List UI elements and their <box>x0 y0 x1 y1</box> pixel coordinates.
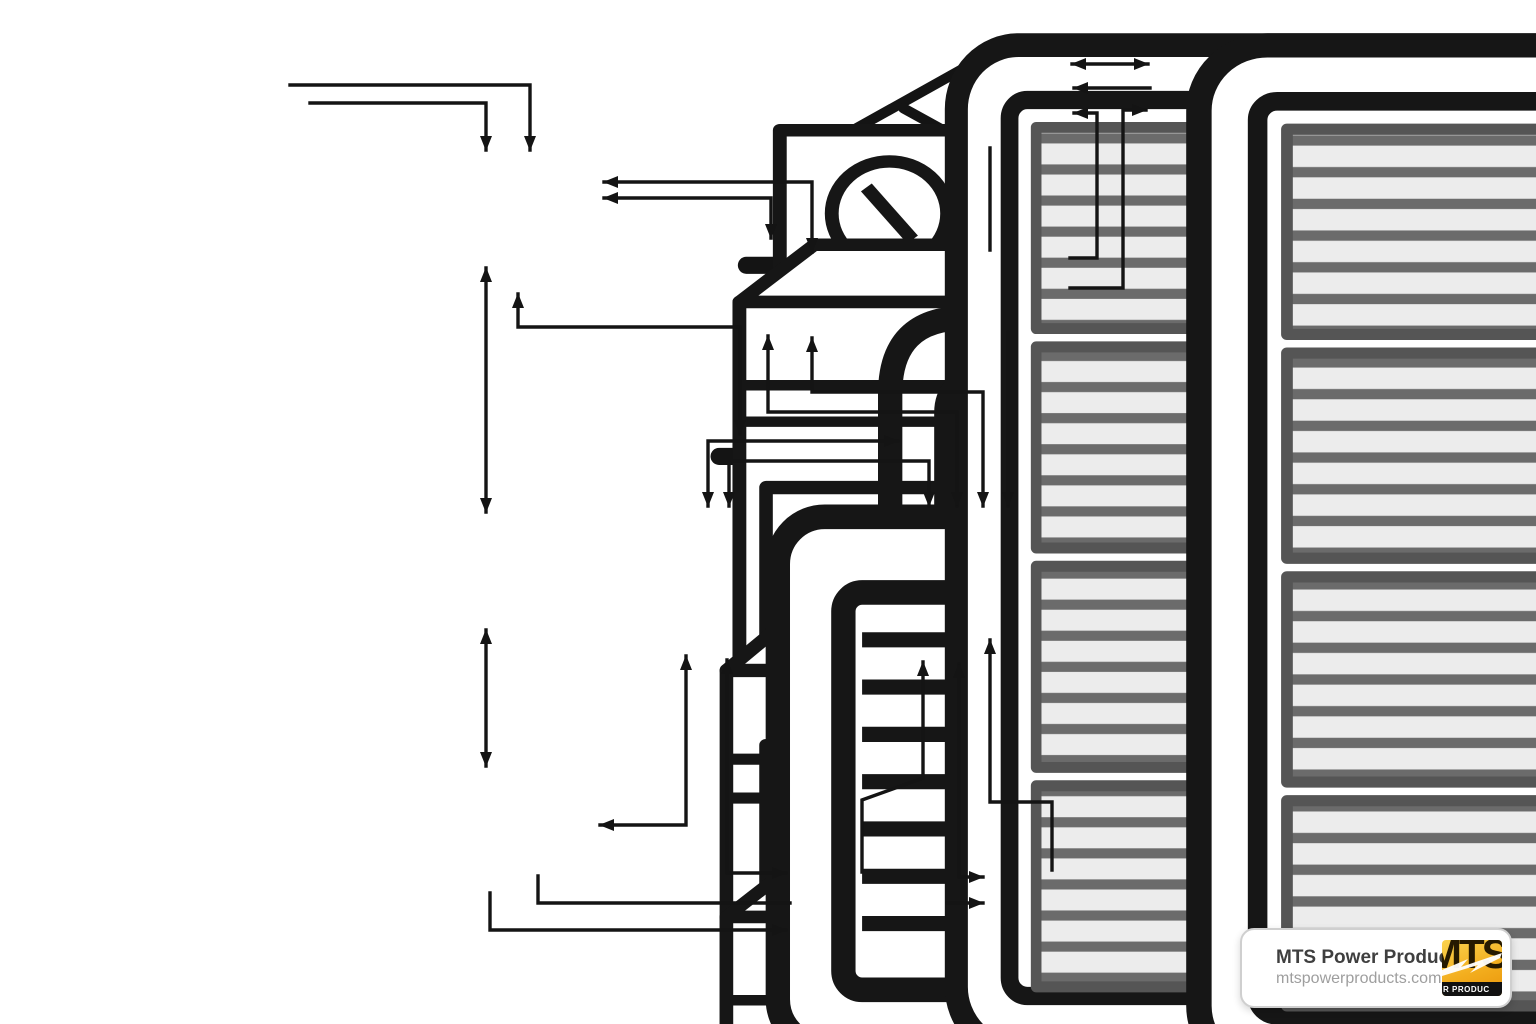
edge-bottom-left-switch-gen-bottom1-a <box>536 874 792 905</box>
edge-center-switch-gen-bottom1 <box>721 658 788 879</box>
brand-text: MTS Power Products mtspowerproducts.com <box>1276 946 1467 991</box>
brand-title: MTS Power Products <box>1276 946 1467 968</box>
edge-gen-top1-right-switch-b <box>806 336 989 508</box>
edge-center-switch-bottom-left-switch <box>598 654 692 831</box>
edge-right-switch-gen-bottom1 <box>860 660 929 874</box>
edge-top-switch-gen-top1-a <box>602 176 818 254</box>
brand-url: mtspowerproducts.com <box>1276 970 1442 988</box>
edge-right-switch-gen-bottom2-a <box>953 662 985 883</box>
edge-gen-top2-to-solar1 <box>1068 107 1099 260</box>
device-layer <box>719 43 1536 1024</box>
logo-banner: R PRODUC <box>1442 982 1502 996</box>
edge-tower-to-top-switch-a <box>288 83 536 152</box>
edge-bottom-left-switch-gen-bottom1-b <box>488 891 788 936</box>
watermark-badge: MTS Power Products mtspowerproducts.com … <box>1240 928 1512 1008</box>
edge-top-switch-to-bus <box>512 292 746 436</box>
edge-top-switch-gen-top1-b <box>602 192 777 240</box>
wiring-layer <box>288 58 1152 936</box>
solar-panel-2 <box>1197 43 1536 1024</box>
edge-right-switch-gen-bottom2-b <box>984 638 1054 872</box>
edge-tower-to-top-switch-b <box>308 101 492 152</box>
lightning-bolt-icon <box>1442 953 1502 976</box>
brand-logo: MTS R PRODUC <box>1442 940 1502 996</box>
edge-gen-top2-to-solar2 <box>1068 104 1148 290</box>
